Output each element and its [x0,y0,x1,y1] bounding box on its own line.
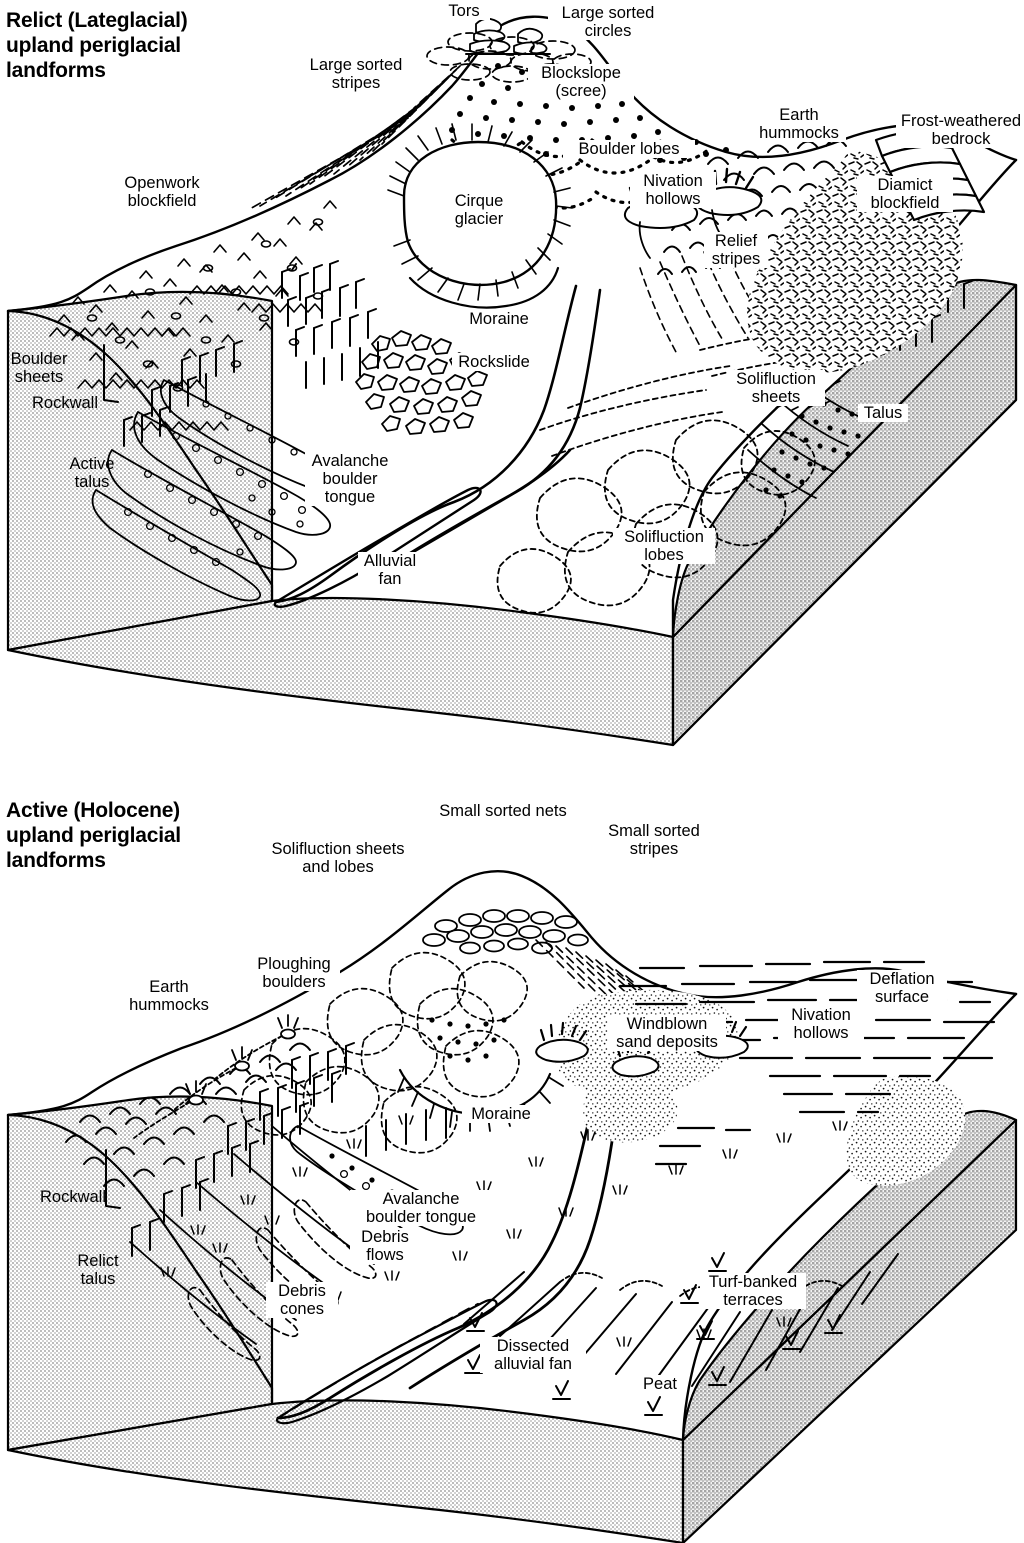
label-solifluction-sheets-and-lobes: Solifluction sheets and lobes [265,840,411,876]
active-frost-wedged-marks [131,1042,447,1257]
label-earth-hummocks-active: Earth hummocks [127,978,211,1014]
label-debris-cones: Debris cones [266,1282,338,1318]
relict-large-sorted-stripes [247,65,461,211]
label-openwork-blockfield: Openwork blockfield [113,174,211,210]
label-deflation-surface: Deflation surface [857,970,947,1006]
label-blockslope-scree: Blockslope (scree) [528,64,634,100]
active-ploughing-boulders [133,1014,299,1139]
label-diamict-blockfield: Diamict blockfield [857,176,953,212]
relict-block-diagram [6,15,1018,747]
label-solifluction-lobes: Solifluction lobes [613,528,715,564]
active-skyline [6,870,1018,1117]
label-debris-flows: Debris flows [350,1228,420,1264]
label-moraine-relict: Moraine [462,310,536,328]
label-rockwall-active: Rockwall [39,1188,107,1206]
label-boulder-lobes: Boulder lobes [563,140,695,158]
relict-moraine-ridge [408,266,560,309]
label-frost-weathered-bedrock: Frost-weathered bedrock [896,112,1024,148]
label-rockwall-relict: Rockwall [31,394,99,412]
label-cirque-glacier: Cirque glacier [440,192,518,228]
active-moraine-dots [429,1017,507,1063]
active-small-sorted-nets [422,909,589,955]
active-fan-outline [275,1298,498,1425]
active-windblown-sand-3 [846,1076,966,1186]
active-solifluction-sheets-and-lobes [240,951,529,1154]
relict-rockwall [103,344,119,403]
label-nivation-hollows-active: Nivation hollows [778,1006,864,1042]
label-active-talus: Active talus [69,455,115,491]
panel-title-relict: Relict (Lateglacial) upland periglacial … [6,9,188,82]
label-windblown-sand-deposits: Windblown sand deposits [608,1015,726,1051]
label-nivation-hollows-relict: Nivation hollows [630,172,716,208]
label-relief-stripes: Relief stripes [704,232,768,268]
label-dissected-alluvial-fan: Dissected alluvial fan [480,1337,586,1373]
label-tors: Tors [438,2,490,20]
relict-alluvial-fan [273,486,482,608]
active-channels [276,1122,616,1420]
label-small-sorted-nets: Small sorted nets [424,802,582,820]
label-small-sorted-stripes: Small sorted stripes [597,822,711,858]
label-ploughing-boulders: Ploughing boulders [248,955,340,991]
label-relict-talus: Relict talus [77,1252,119,1288]
relict-cirque-hachures [387,123,573,301]
relict-channels [274,284,602,604]
label-moraine-active: Moraine [462,1105,540,1123]
label-earth-hummocks-relict: Earth hummocks [752,106,846,142]
active-left-slope-edge [6,1113,274,1406]
active-front-left-face [6,1399,685,1543]
label-avalanche-boulder-tongue-active: Avalanche boulder tongue [350,1190,492,1226]
label-turf-banked-terraces: Turf-banked terraces [700,1273,806,1309]
relict-rockslide [355,330,488,435]
label-large-sorted-stripes: Large sorted stripes [297,56,415,92]
label-rockslide: Rockslide [452,353,536,371]
label-boulder-sheets: Boulder sheets [10,350,68,386]
active-rockwall [105,1149,121,1209]
relict-avalanche-boulders [123,400,320,567]
active-windblown-sand-2 [583,1079,678,1143]
label-alluvial-fan: Alluvial fan [358,552,422,588]
active-right-ridge [681,992,1018,1442]
label-peat: Peat [634,1375,686,1393]
panel-title-active: Active (Holocene) upland periglacial lan… [6,799,181,872]
active-peat-symbols [464,1252,843,1416]
active-front-right-face [681,1118,1018,1543]
label-large-sorted-circles: Large sorted circles [548,4,668,40]
label-avalanche-boulder-tongue-relict: Avalanche boulder tongue [305,452,395,506]
relict-front-left-face [6,596,675,747]
label-talus: Talus [858,404,908,422]
label-solifluction-sheets-relict: Solifluction sheets [727,370,825,406]
